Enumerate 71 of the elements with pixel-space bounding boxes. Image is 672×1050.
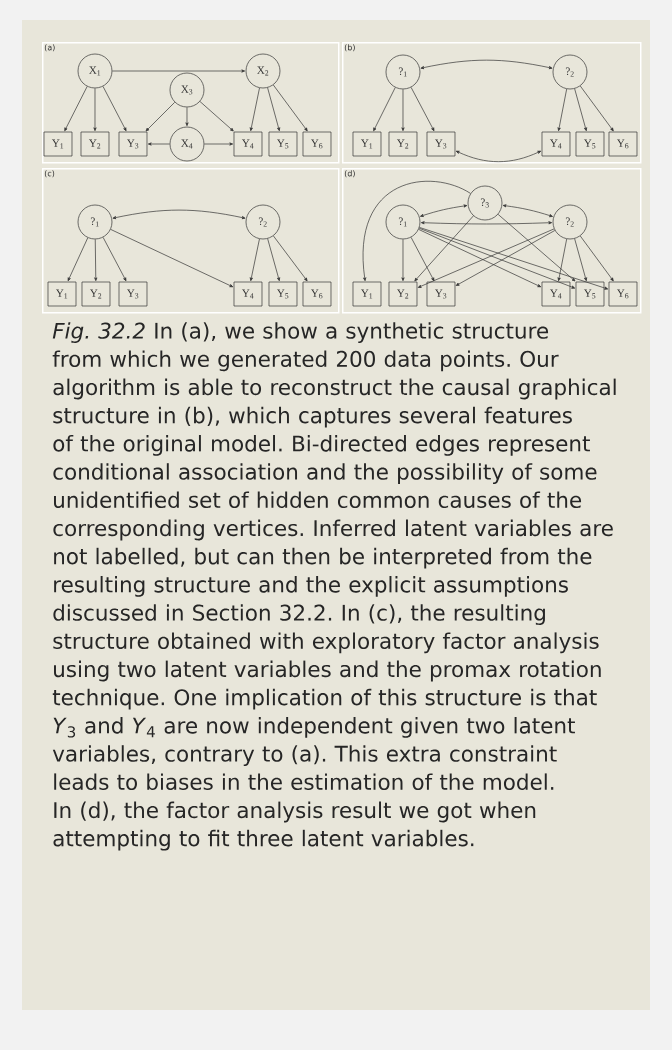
arrow xyxy=(64,86,88,132)
variable-box: Y$_{4}$ xyxy=(541,131,571,157)
variable-box: Y$_{5}$ xyxy=(575,281,605,307)
variable-box: Y$_{3}$ xyxy=(118,131,148,157)
panel-label: (b) xyxy=(344,44,355,52)
arrow xyxy=(420,204,468,217)
arrow xyxy=(373,87,396,132)
arrow xyxy=(574,238,587,282)
arrow xyxy=(249,87,260,132)
variable-box: Y$_{4}$ xyxy=(233,281,263,307)
arrow xyxy=(420,59,553,70)
arrow xyxy=(420,221,553,225)
arrow xyxy=(94,239,98,282)
arrow xyxy=(414,215,474,282)
variable-box: Y$_{3}$ xyxy=(426,281,456,307)
variable-box: Y$_{5}$ xyxy=(575,131,605,157)
variable-box: Y$_{4}$ xyxy=(233,131,263,157)
arrow xyxy=(579,85,614,132)
arrow xyxy=(147,142,170,146)
arrow xyxy=(418,227,576,289)
variable-box: Y$_{4}$ xyxy=(541,281,571,307)
variable-box: Y$_{5}$ xyxy=(268,281,298,307)
arrow xyxy=(102,86,127,132)
panel-label: (c) xyxy=(44,170,55,178)
arrow xyxy=(272,84,308,132)
variable-box: Y$_{3}$ xyxy=(426,131,456,157)
arrow xyxy=(67,237,89,282)
arrow xyxy=(112,209,246,220)
variable-box: Y$_{6}$ xyxy=(302,131,332,157)
arrow xyxy=(401,89,405,132)
arrow xyxy=(93,88,97,132)
panel-label: (d) xyxy=(344,170,355,178)
variable-box: Y$_{1}$ xyxy=(47,281,77,307)
arrow xyxy=(419,227,609,290)
arrow xyxy=(267,238,281,282)
variable-box: Y$_{6}$ xyxy=(608,281,638,307)
panel-label: (a) xyxy=(44,44,55,52)
arrow xyxy=(110,229,234,288)
arrow xyxy=(579,235,614,282)
arrow xyxy=(455,150,542,163)
variable-box: Y$_{3}$ xyxy=(118,281,148,307)
caption: Fig. 32.2 In (a), we show a synthetic structure from which we generated 200 data points. Our algorithm is able to reconstruct the causal graphical structure in (b), which captures several features of the original model. Bi-directed edges represent conditional association and the possibility of some unidentified set of hidden common causes of the corresponding vertices. Inferred latent variables are not labelled, but can then be interpreted from the resulting structure and the explicit assumptions discussed in Section 32.2. In (c), the resulting structure obtained with exploratory factor analysis using two latent variables and the promax rotation technique. One implication of this structure is that Y$_{3}$ and Y$_{4}$ are now independent given two latent variables, contrary to (a). This extra constraint leads to biases in the estimation of the model. In (d), the factor analysis result we got when attempting to fit three latent variables. xyxy=(52,322,616,851)
arrow xyxy=(185,107,189,127)
variable-box: Y$_{1}$ xyxy=(352,131,382,157)
variable-box: Y$_{2}$ xyxy=(80,131,110,157)
arrow xyxy=(410,237,435,282)
arrow xyxy=(455,230,556,286)
variable-box: Y$_{2}$ xyxy=(81,281,111,307)
arrow xyxy=(362,181,471,282)
arrow xyxy=(112,69,246,73)
arrow xyxy=(401,239,405,282)
arrow xyxy=(557,88,568,132)
arrow xyxy=(249,238,260,282)
variable-box: Y$_{5}$ xyxy=(268,131,298,157)
variable-box: Y$_{6}$ xyxy=(608,131,638,157)
variable-box: Y$_{2}$ xyxy=(388,281,418,307)
arrow xyxy=(204,142,234,146)
arrow xyxy=(557,238,568,282)
variable-box: Y$_{6}$ xyxy=(302,281,332,307)
arrow xyxy=(574,88,587,132)
arrow xyxy=(199,101,234,132)
arrow xyxy=(145,101,176,132)
arrow xyxy=(410,87,435,132)
arrow xyxy=(497,214,576,282)
arrow xyxy=(502,204,553,218)
arrow xyxy=(273,235,308,282)
arrow xyxy=(102,237,127,282)
variable-box: Y$_{2}$ xyxy=(388,131,418,157)
arrow xyxy=(267,87,281,132)
variable-box: Y$_{1}$ xyxy=(43,131,73,157)
variable-box: Y$_{1}$ xyxy=(352,281,382,307)
